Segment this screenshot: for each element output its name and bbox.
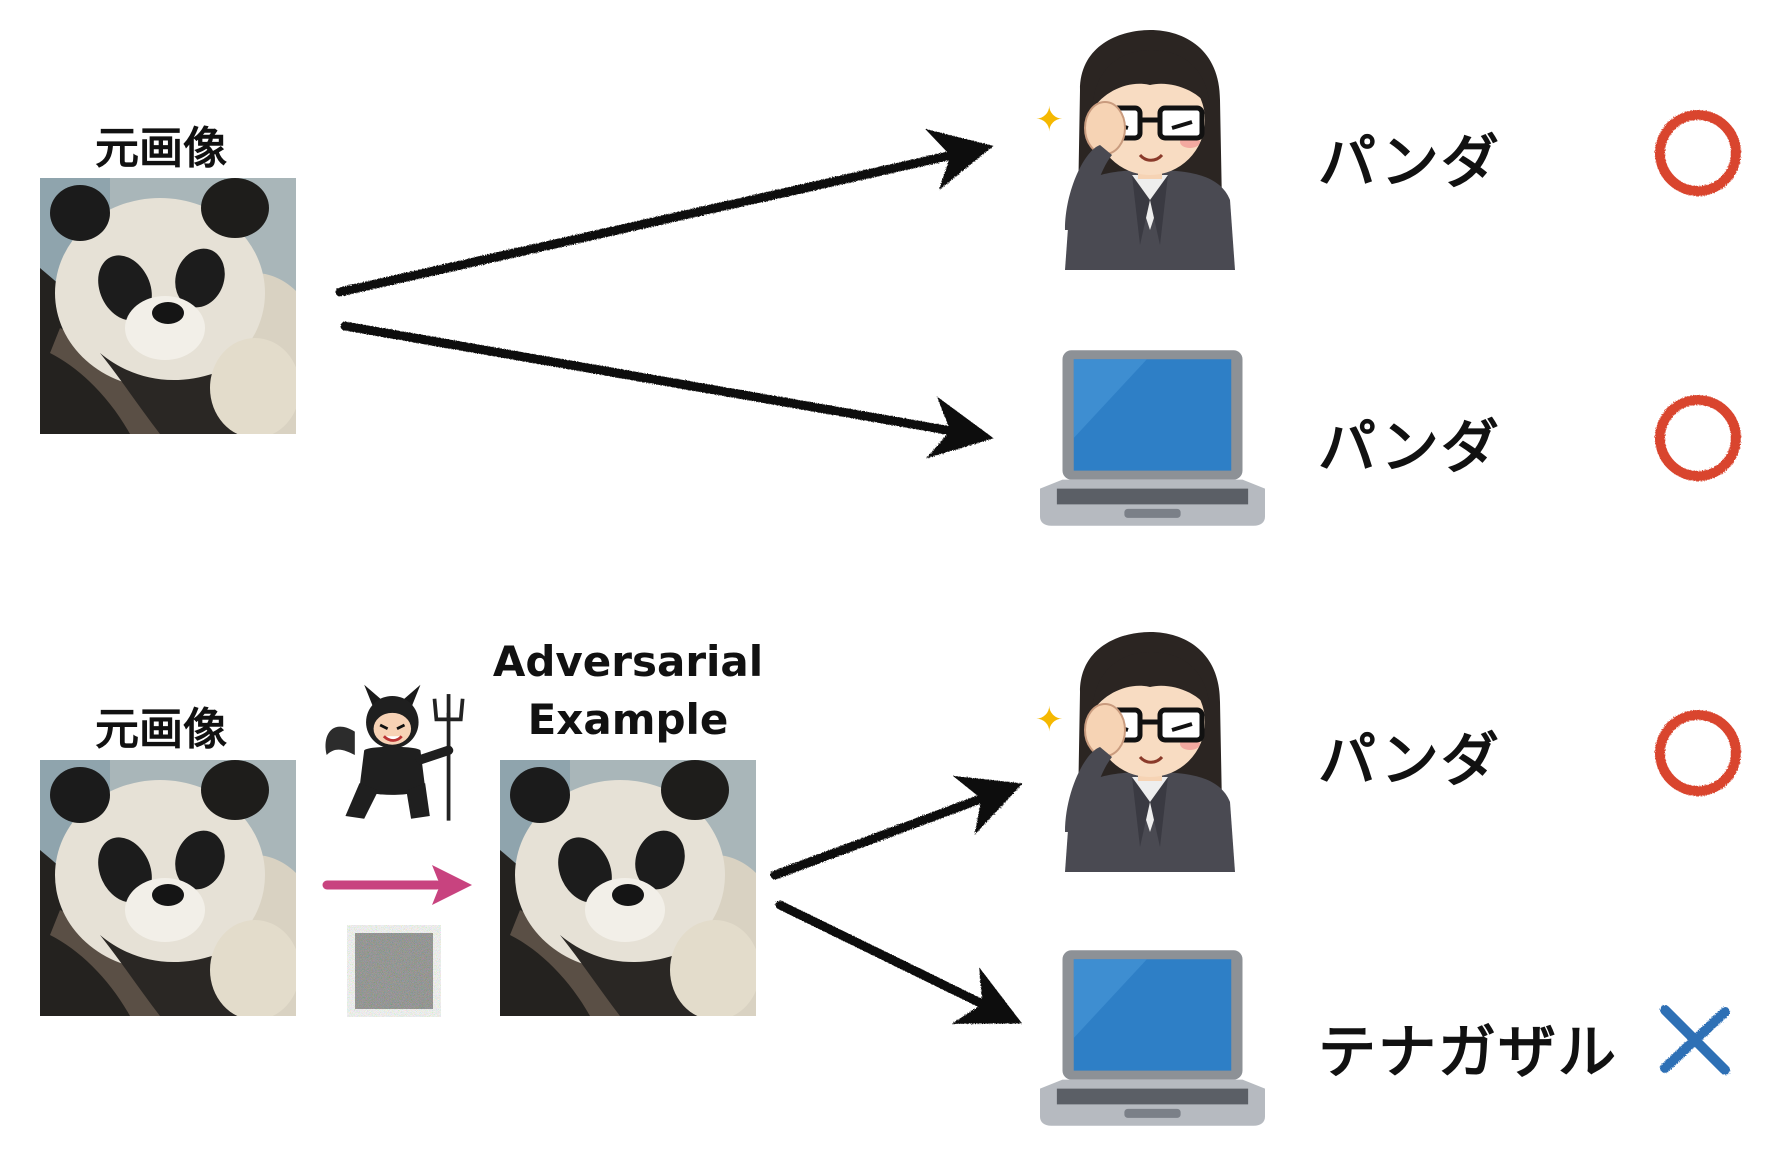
top-human-correct-mark (1655, 110, 1741, 196)
bottom-arrow-to-computer (775, 900, 1022, 1024)
cross-mark-icon (1660, 1005, 1730, 1075)
laptop-icon-bottom (1040, 948, 1265, 1128)
bottom-arrow-to-human (770, 775, 1023, 880)
top-arrow-to-human (335, 128, 994, 297)
bottom-computer-result: テナガザル (1318, 1018, 1619, 1086)
top-computer-correct-mark (1655, 395, 1741, 481)
adversarial-title-line1: Adversarial (492, 637, 764, 686)
sparkle-icon: ✦ (1035, 100, 1064, 140)
bottom-human-result: パンダ (1318, 726, 1501, 794)
woman-adjusting-glasses-icon-bottom (1050, 632, 1250, 872)
perturbation-arrow (322, 865, 472, 905)
top-human-result: パンダ (1318, 128, 1501, 196)
bottom-human-correct-mark (1655, 710, 1741, 796)
top-computer-result: パンダ (1318, 413, 1501, 481)
top-source-label: 元画像 (95, 123, 227, 174)
adversarial-title: Adversarial Example (483, 633, 773, 749)
sparkle-icon-bottom: ✦ (1035, 700, 1064, 740)
noise-patch (355, 933, 433, 1009)
top-arrow-to-computer (340, 321, 994, 459)
adversarial-title-line2: Example (527, 695, 729, 744)
bottom-source-label: 元画像 (95, 704, 227, 755)
